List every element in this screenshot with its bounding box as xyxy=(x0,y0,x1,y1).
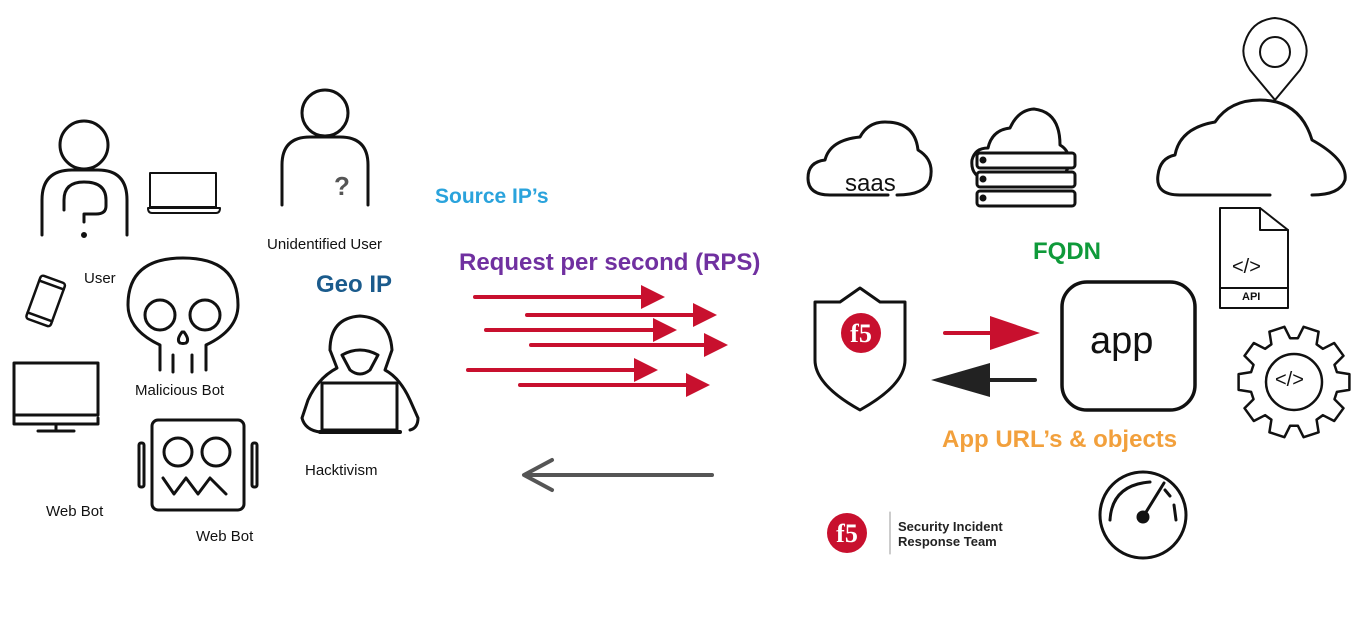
location-cloud-icon xyxy=(1156,17,1347,197)
question-mark: ? xyxy=(334,171,350,201)
robot-icon xyxy=(137,418,259,512)
api-document-icon xyxy=(1219,207,1289,309)
user-question-icon xyxy=(40,119,129,238)
unidentified-user-label: Unidentified User xyxy=(267,236,383,253)
sirt-team-name: Security Incident Response Team xyxy=(898,519,1003,549)
app-icon xyxy=(1060,280,1197,412)
from-app-arrow xyxy=(931,363,1037,397)
gauge-icon xyxy=(1098,470,1188,560)
geo-ip-label: Geo IP xyxy=(316,271,393,298)
hacktivism-label: Hacktivism xyxy=(305,462,378,479)
api-code-glyph: </> xyxy=(1232,256,1261,278)
web-bot-label: Web Bot xyxy=(46,503,104,520)
laptop-icon xyxy=(147,172,221,214)
team-line-2: Response Team xyxy=(898,534,997,549)
app-urls-label: App URL’s & objects xyxy=(942,426,1178,453)
f5-logo-mark: f5 xyxy=(850,319,872,348)
team-line-1: Security Incident xyxy=(898,519,1003,534)
web-bot-label: Web Bot xyxy=(196,528,254,545)
code-gear-icon xyxy=(1237,325,1351,439)
malicious-bot-label: Malicious Bot xyxy=(135,382,225,399)
hacker-icon xyxy=(300,314,420,434)
tablet-icon xyxy=(25,274,67,328)
server-cloud-icon xyxy=(970,107,1077,208)
f5-shield-icon: f5 xyxy=(813,286,907,412)
app-label: app xyxy=(1090,320,1154,362)
fqdn-label: FQDN xyxy=(1033,238,1101,265)
response-arrow xyxy=(522,458,714,492)
unidentified-user-icon xyxy=(280,88,370,207)
skull-icon xyxy=(126,256,240,374)
source-ips-label: Source IP’s xyxy=(435,185,549,208)
rps-label: Request per second (RPS) xyxy=(459,249,761,276)
to-app-arrow xyxy=(943,316,1040,350)
saas-label: saas xyxy=(845,170,896,197)
gear-code-glyph: </> xyxy=(1275,369,1304,391)
request-arrows xyxy=(466,285,728,397)
monitor-icon xyxy=(12,361,100,433)
api-label: API xyxy=(1242,291,1261,303)
user-label: User xyxy=(84,270,116,287)
f5-logo: f5 xyxy=(827,511,891,555)
svg-text:f5: f5 xyxy=(836,519,858,548)
saas-cloud-icon xyxy=(806,120,933,197)
